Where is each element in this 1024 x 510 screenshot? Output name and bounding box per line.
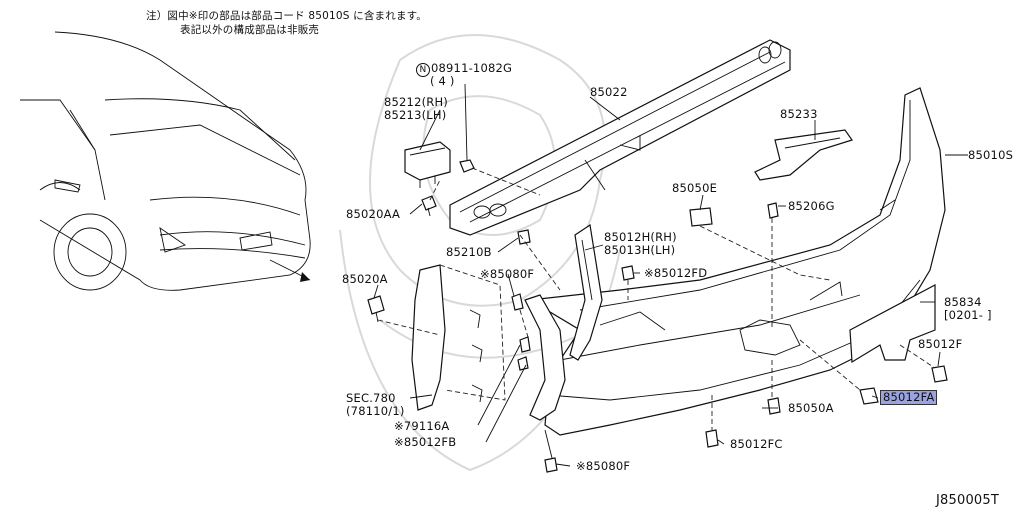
label-85050a[interactable]: 85050A	[788, 401, 834, 415]
label-85050e[interactable]: 85050E	[672, 181, 718, 195]
note-line-2: 表記以外の構成部品は非販売	[180, 24, 320, 36]
leader-lines	[373, 96, 968, 467]
label-85020a[interactable]: 85020A	[342, 272, 388, 286]
reinforcement-beam	[449, 39, 791, 236]
side-bracket-85012h	[569, 223, 603, 361]
label-85212[interactable]: 85212(RH)	[384, 95, 448, 109]
label-sec780-ref: (78110/1)	[346, 404, 405, 418]
label-85834[interactable]: 85834	[944, 295, 982, 309]
bolt-85020aa	[421, 195, 437, 217]
bracket-85212	[404, 141, 451, 188]
bumper-protector-85834	[849, 284, 936, 364]
label-85834-range: [0201- ]	[944, 308, 992, 322]
diagram-code: J850005T	[936, 493, 1000, 508]
label-sec780[interactable]: SEC.780	[346, 391, 396, 405]
label-85020aa[interactable]: 85020AA	[346, 207, 401, 221]
label-85013h[interactable]: 85013H(LH)	[604, 243, 676, 257]
label-85012fc[interactable]: 85012FC	[730, 437, 783, 451]
note-line-1: 注）図中※印の部品は部品コード 85010S に含まれます。	[146, 10, 427, 22]
label-85210b[interactable]: 85210B	[446, 245, 492, 259]
assembly-lines	[377, 167, 936, 430]
label-85080f-bottom[interactable]: ※85080F	[576, 459, 631, 473]
car-rear-view	[20, 31, 311, 291]
bracket-85050e	[689, 207, 713, 227]
label-85233[interactable]: 85233	[780, 107, 818, 121]
label-08911-qty: ( 4 )	[430, 74, 455, 88]
bracket-85233	[754, 129, 853, 181]
label-79116a[interactable]: ※79116A	[394, 419, 450, 433]
label-85213[interactable]: 85213(LH)	[384, 108, 447, 122]
clip-85210b	[517, 229, 531, 245]
label-85010s[interactable]: 85010S	[968, 148, 1014, 162]
fasteners	[367, 202, 948, 473]
label-85012fb[interactable]: ※85012FB	[394, 435, 457, 449]
label-85012fd[interactable]: ※85012FD	[644, 266, 708, 280]
label-85022[interactable]: 85022	[590, 85, 628, 99]
n-circle-icon: N	[416, 63, 430, 77]
label-85012f[interactable]: 85012F	[918, 337, 963, 351]
side-panel-79116a	[411, 264, 506, 411]
label-85012h[interactable]: 85012H(RH)	[604, 230, 677, 244]
label-85012fa-highlighted[interactable]: 85012FA	[880, 390, 938, 405]
label-85206g[interactable]: 85206G	[788, 199, 835, 213]
label-85080f-top[interactable]: ※85080F	[480, 267, 535, 281]
side-molding	[524, 294, 566, 421]
nut-08911	[459, 83, 475, 173]
